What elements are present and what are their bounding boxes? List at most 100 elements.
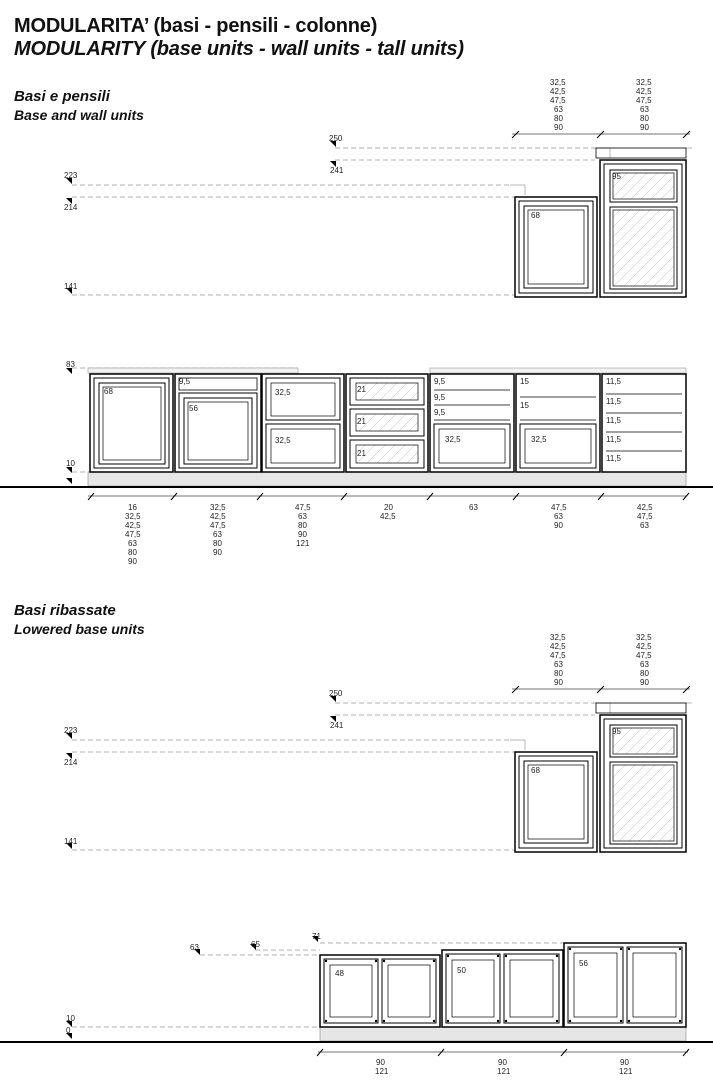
dimension-label: 21: [357, 385, 366, 394]
dimension-label: 80: [213, 539, 222, 548]
lowered-base-units: 48 50 56: [319, 942, 687, 1042]
height-label-250: 250: [329, 134, 343, 143]
dimension-label: 20: [384, 503, 393, 512]
dimension-label: 90: [620, 1058, 629, 1067]
dimension-label: 63: [640, 660, 649, 669]
dimension-label: 9,5: [434, 377, 446, 386]
page-title: MODULARITA’ (basi - pensili - colonne): [14, 15, 378, 37]
section2-drawing: 250 241 223 214 141 71 65 63 10 0 32,5 4…: [0, 633, 713, 1076]
dimension-label: 21: [357, 449, 366, 458]
dimension-label: 80: [298, 521, 307, 530]
section1-subtitle: Base and wall units: [14, 107, 144, 123]
dimension-label: 9,5: [179, 377, 191, 386]
section2-subtitle: Lowered base units: [14, 621, 145, 637]
dimension-label: 90: [554, 521, 563, 530]
dimension-label: 90: [640, 678, 649, 687]
dimension-label: 71: [312, 932, 321, 941]
dimension-label: 50: [457, 966, 466, 975]
dimension-label: 63: [554, 660, 563, 669]
height-label-141: 141: [64, 282, 78, 291]
dimension-label: 32,5: [636, 633, 652, 642]
dimension-label: 47,5: [295, 503, 311, 512]
dimension-label: 32,5: [550, 633, 566, 642]
wall-widths-1: 32,5 42,5 47,5 63 80 90 32,5 42,5 47,5 6…: [511, 78, 691, 139]
dimension-label: 90: [554, 678, 563, 687]
dimension-label: 214: [64, 758, 78, 767]
dimension-label: 63: [213, 530, 222, 539]
height-markers-2: 250 241 223 214 141 71 65 63 10 0: [64, 689, 344, 1039]
wall-cabinet-2: 95: [595, 147, 687, 298]
dimension-label: 63: [640, 521, 649, 530]
dimension-label: 63: [640, 105, 649, 114]
dimension-label: 47,5: [636, 96, 652, 105]
dimension-label: 42,5: [636, 642, 652, 651]
dimension-label: 121: [619, 1067, 633, 1076]
dimension-label: 47,5: [551, 503, 567, 512]
wall-widths-2: 32,5 42,5 47,5 63 80 90 32,5 42,5 47,5 6…: [511, 633, 691, 694]
dimension-label: 121: [497, 1067, 511, 1076]
dimension-label: 42,5: [210, 512, 226, 521]
dimension-label: 90: [376, 1058, 385, 1067]
dimension-label: 16: [128, 503, 137, 512]
dimension-label: 56: [579, 959, 588, 968]
dimension-label: 32,5: [531, 435, 547, 444]
dimension-label: 63: [554, 512, 563, 521]
dimension-label: 11,5: [606, 397, 622, 406]
dimension-label: 90: [298, 530, 307, 539]
dimension-label: 68: [531, 211, 540, 220]
dimension-label: 80: [640, 669, 649, 678]
dimension-label: 32,5: [445, 435, 461, 444]
dimension-label: 90: [640, 123, 649, 132]
dimension-label: 42,5: [550, 87, 566, 96]
dimension-label: 32,5: [636, 78, 652, 87]
dimension-label: 9,5: [434, 408, 446, 417]
dimension-label: 121: [375, 1067, 389, 1076]
base-widths-1: 16 32,5 42,5 47,5 63 80 90 32,5 42,5 47,…: [87, 492, 690, 566]
dimension-label: 11,5: [606, 454, 622, 463]
dimension-label: 95: [612, 727, 621, 736]
section1-title: Basi e pensili: [14, 88, 110, 105]
dimension-label: 63: [190, 943, 199, 952]
dimension-label: 11,5: [606, 377, 622, 386]
dimension-label: 68: [104, 387, 113, 396]
height-label-241: 241: [330, 166, 344, 175]
dimension-label: 47,5: [636, 651, 652, 660]
dimension-label: 56: [189, 404, 198, 413]
dimension-label: 63: [554, 105, 563, 114]
dimension-label: 47,5: [210, 521, 226, 530]
dimension-label: 21: [357, 417, 366, 426]
dimension-label: 42,5: [636, 87, 652, 96]
dimension-label: 32,5: [210, 503, 226, 512]
dimension-label: 65: [251, 940, 260, 949]
dimension-label: 80: [128, 548, 137, 557]
dimension-label: 11,5: [606, 416, 622, 425]
height-markers: 250 241 223 214 141 83 10: [64, 134, 344, 484]
height-label-214: 214: [64, 203, 78, 212]
dimension-label: 15: [520, 401, 529, 410]
base-units-1: 68 9,5 56 32,5 32,5 21 21 21 9,5 9,5 9,5…: [87, 367, 687, 487]
base-widths-2: 90 121 90 121 90 121: [316, 1048, 690, 1076]
dimension-label: 223: [64, 726, 78, 735]
dimension-label: 90: [498, 1058, 507, 1067]
dimension-label: 42,5: [380, 512, 396, 521]
dimension-label: 32,5: [125, 512, 141, 521]
dimension-label: 42,5: [637, 503, 653, 512]
height-label-83: 83: [66, 360, 75, 369]
dimension-label: 47,5: [550, 651, 566, 660]
dimension-label: 63: [298, 512, 307, 521]
section1-drawing: 250 241 223 214 141 83 10 32,5 42,5 47,5…: [0, 78, 713, 566]
wall-cabinet-3: 68: [514, 751, 598, 853]
dimension-label: 9,5: [434, 393, 446, 402]
dimension-label: 48: [335, 969, 344, 978]
dimension-label: 0: [66, 1026, 71, 1035]
dimension-label: 90: [554, 123, 563, 132]
wall-cabinet-1: 68: [514, 196, 598, 298]
dimension-label: 63: [128, 539, 137, 548]
dimension-label: 42,5: [550, 642, 566, 651]
dimension-label: 95: [612, 172, 621, 181]
wall-cabinet-4: 95: [595, 702, 687, 853]
dimension-label: 15: [520, 377, 529, 386]
dimension-label: 63: [469, 503, 478, 512]
dimension-label: 47,5: [125, 530, 141, 539]
dimension-label: 47,5: [550, 96, 566, 105]
